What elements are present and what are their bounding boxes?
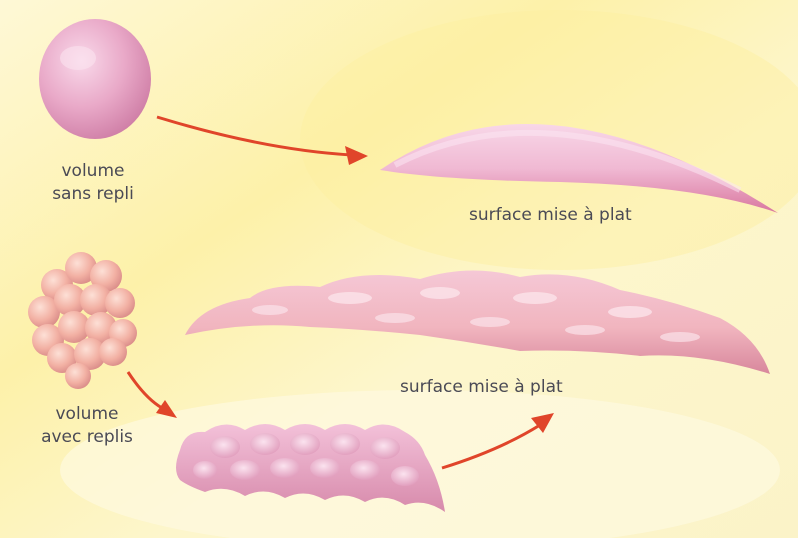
volume-sans-repli-label: volume sans repli [28,160,158,206]
label-line: avec replis [22,426,152,449]
surface-plat-label-top: surface mise à plat [469,204,632,227]
volume-avec-replis-label: volume avec replis [22,403,152,449]
label-line: volume [22,403,152,426]
smooth-sphere [39,19,151,139]
label-line: volume [28,160,158,183]
surface-plat-label-bottom: surface mise à plat [400,376,563,399]
label-line: sans repli [28,183,158,206]
